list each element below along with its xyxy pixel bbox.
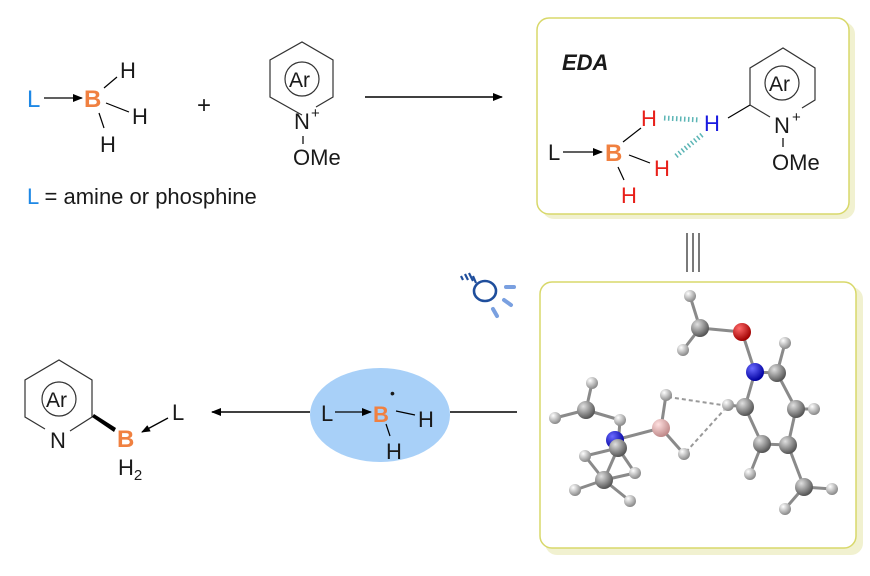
atom-c xyxy=(595,471,613,489)
bh2-label: H2 xyxy=(118,455,142,484)
dft-structure-box xyxy=(539,281,863,555)
atom-c xyxy=(787,400,805,418)
atom-h xyxy=(684,290,696,302)
ligand-label: L xyxy=(27,86,40,113)
ar-label: Ar xyxy=(46,389,67,412)
ligand-label: L xyxy=(172,400,184,425)
bond xyxy=(628,154,651,164)
methoxy-label: OMe xyxy=(293,145,341,170)
aromatic-circle xyxy=(284,61,320,97)
atom-n xyxy=(746,363,764,381)
light-bulb-icon xyxy=(460,272,516,318)
boryl-radical: L B • H H xyxy=(310,368,450,464)
box-frame xyxy=(539,281,857,549)
bond xyxy=(105,102,130,113)
ar-label: Ar xyxy=(289,69,310,92)
nitrogen-label: N xyxy=(294,109,310,134)
positive-charge: + xyxy=(792,109,801,126)
boron-label: B xyxy=(605,140,622,167)
atom-h xyxy=(660,389,672,401)
reactant-amine-borane: L B H H H xyxy=(27,58,148,157)
hydrogen-label: H xyxy=(120,58,136,83)
eda-title: EDA xyxy=(562,50,608,75)
atom-c xyxy=(577,401,595,419)
reactant-pyridinium: Ar N + OMe xyxy=(269,41,341,170)
aromatic-circle xyxy=(41,381,77,417)
ligand-label: L xyxy=(321,401,333,426)
wedge-bond xyxy=(92,414,116,432)
hydrogen-label: H xyxy=(100,132,116,157)
boron-label: B xyxy=(84,86,101,113)
ring-proton-label: H xyxy=(704,111,720,136)
nitrogen-label: N xyxy=(50,428,66,453)
box-frame xyxy=(536,17,850,215)
atom-h xyxy=(579,450,591,462)
ligand-definition-text: = amine or phosphine xyxy=(38,184,256,209)
atom-h xyxy=(586,377,598,389)
boron-label: B xyxy=(117,426,134,453)
bond xyxy=(622,127,642,143)
hydride-label: H xyxy=(621,183,637,208)
atom-c xyxy=(691,319,709,337)
bond xyxy=(395,410,416,416)
atom-h xyxy=(629,467,641,479)
atom-b xyxy=(652,419,670,437)
pyridine-ring xyxy=(269,41,334,116)
pyridine-ring xyxy=(749,47,816,109)
atom-h xyxy=(678,448,690,460)
hydrogen-label: H xyxy=(386,439,402,464)
atom-c xyxy=(753,435,771,453)
hydrogen-label: H xyxy=(418,407,434,432)
atom-h xyxy=(826,483,838,495)
boron-label: B xyxy=(373,402,389,427)
atom-h xyxy=(779,337,791,349)
atom-c xyxy=(795,478,813,496)
product-pyridyl-borane: Ar N B L H2 xyxy=(24,359,184,484)
atom-h xyxy=(569,484,581,496)
bond xyxy=(98,112,105,129)
ligand-symbol: L xyxy=(27,184,39,209)
eda-complex-box: EDA L B H H H H Ar N + OMe xyxy=(536,17,855,219)
atom-h xyxy=(722,399,734,411)
hydrogen-bond-dashes xyxy=(685,409,725,453)
methoxy-label: OMe xyxy=(772,150,820,175)
hydrogen-bond-dashes xyxy=(674,132,705,158)
atom-c xyxy=(779,436,797,454)
bond xyxy=(103,76,118,89)
ligand-label: L xyxy=(548,140,560,165)
molecule-atoms xyxy=(549,290,838,515)
atom-h xyxy=(808,403,820,415)
ligand-definition: L = amine or phosphine xyxy=(27,184,257,209)
hydride-label: H xyxy=(641,106,657,131)
hydrogen-bond-dashes xyxy=(667,396,723,406)
positive-charge: + xyxy=(311,105,320,122)
atom-h xyxy=(624,495,636,507)
bond xyxy=(617,166,625,181)
nitrogen-label: N xyxy=(774,113,790,138)
atom-h xyxy=(744,468,756,480)
bond xyxy=(727,104,751,119)
atom-c xyxy=(609,439,627,457)
atom-h xyxy=(677,344,689,356)
atom-o xyxy=(733,323,751,341)
dative-bond-arrow xyxy=(141,417,169,433)
hydrogen-label: H xyxy=(132,104,148,129)
equivalence-sign xyxy=(686,233,700,272)
plus-sign: + xyxy=(197,92,211,119)
atom-h xyxy=(614,414,626,426)
hydride-label: H xyxy=(654,156,670,181)
ar-label: Ar xyxy=(769,73,790,96)
atom-c xyxy=(736,398,754,416)
aromatic-circle xyxy=(764,65,800,101)
radical-dot: • xyxy=(390,385,395,401)
bond xyxy=(749,104,771,118)
atom-h xyxy=(549,412,561,424)
bond xyxy=(385,423,391,437)
atom-h xyxy=(779,503,791,515)
atom-c xyxy=(768,364,786,382)
radical-bubble xyxy=(310,368,450,462)
